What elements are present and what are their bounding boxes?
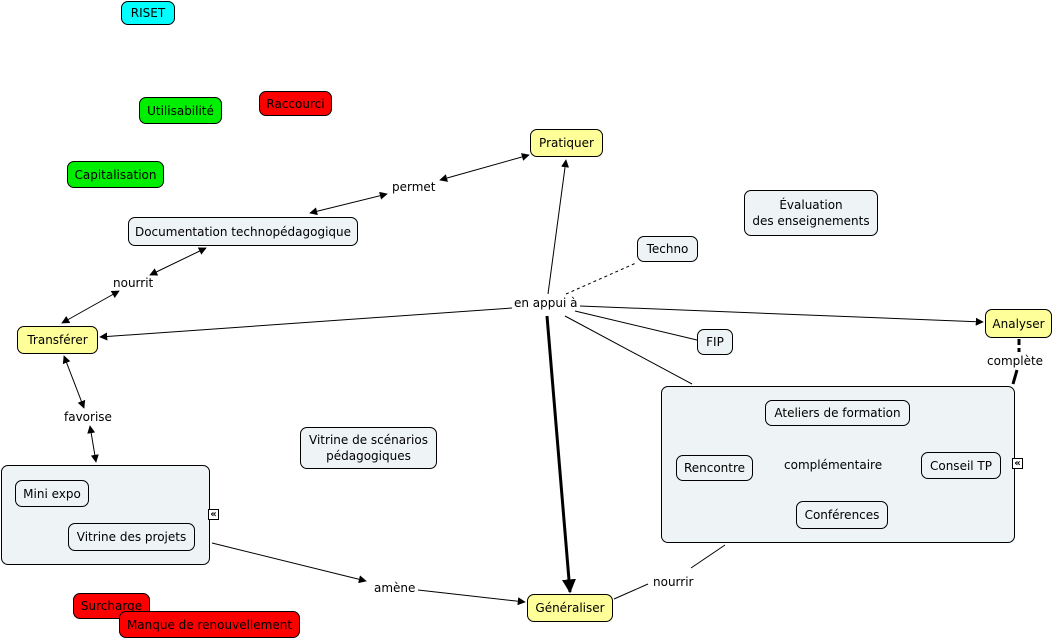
concept-pratiquer[interactable]: Pratiquer xyxy=(530,129,603,157)
concept-vitrine-scenarios[interactable]: Vitrine de scénarios pédagogiques xyxy=(300,427,437,469)
tag-manque[interactable]: Manque de renouvellement xyxy=(119,611,300,638)
tag-utilisabilite[interactable]: Utilisabilité xyxy=(139,97,222,124)
concept-fip[interactable]: FIP xyxy=(697,329,733,355)
linking-phrase-favorise[interactable]: favorise xyxy=(62,410,114,424)
concept-conferences[interactable]: Conférences xyxy=(796,501,888,529)
concept-ateliers[interactable]: Ateliers de formation xyxy=(765,400,910,426)
collapse-group-icon[interactable]: « xyxy=(208,509,219,520)
linking-phrase-nourrit[interactable]: nourrit xyxy=(111,276,156,290)
concept-analyser[interactable]: Analyser xyxy=(985,309,1052,338)
concept-techno[interactable]: Techno xyxy=(637,236,698,262)
concept-transferer[interactable]: Transférer xyxy=(17,326,98,354)
link-appui-analyser xyxy=(579,305,984,326)
link-favorise-group xyxy=(87,425,99,463)
link-generaliser-nourrir xyxy=(613,583,649,600)
concept-evaluation[interactable]: Évaluation des enseignements xyxy=(744,190,878,236)
linking-phrase-complementaire[interactable]: complémentaire xyxy=(782,458,885,472)
link-transferer-nourrit xyxy=(61,290,120,324)
tag-capitalisation[interactable]: Capitalisation xyxy=(67,161,164,188)
tag-riset[interactable]: RISET xyxy=(121,1,175,25)
concept-conseil-tp[interactable]: Conseil TP xyxy=(921,452,1001,479)
link-group-amene xyxy=(211,542,367,584)
linking-phrase-nourrir[interactable]: nourrir xyxy=(651,575,696,589)
concept-generaliser[interactable]: Généraliser xyxy=(527,594,613,622)
link-transferer-favorise xyxy=(62,355,86,409)
link-nourrir-group xyxy=(690,544,726,569)
linking-phrase-en-appui[interactable]: en appui à xyxy=(512,296,580,310)
link-appui-techno xyxy=(565,262,637,295)
link-documentation-permet xyxy=(309,191,388,216)
link-appui-transferer xyxy=(99,307,513,341)
link-amene-generaliser xyxy=(417,589,526,606)
link-complete-group xyxy=(1011,369,1019,385)
tag-raccourci[interactable]: Raccourci xyxy=(259,91,332,116)
concept-vitrine-projets[interactable]: Vitrine des projets xyxy=(68,523,195,551)
collapse-group-icon[interactable]: « xyxy=(1012,458,1023,469)
concept-mini-expo[interactable]: Mini expo xyxy=(15,480,89,507)
linking-phrase-permet[interactable]: permet xyxy=(390,180,438,194)
link-permet-pratiquer xyxy=(439,153,530,182)
link-nourrit-documentation xyxy=(149,247,207,276)
link-appui-fip xyxy=(574,310,698,341)
concept-rencontre[interactable]: Rencontre xyxy=(676,455,753,481)
link-appui-group xyxy=(564,315,693,385)
link-appui-generaliser xyxy=(545,315,576,594)
link-appui-pratiquer xyxy=(547,159,570,295)
linking-phrase-amene[interactable]: amène xyxy=(372,581,418,595)
linking-phrase-complete[interactable]: complète xyxy=(985,354,1046,368)
concept-documentation[interactable]: Documentation technopédagogique xyxy=(128,217,358,246)
